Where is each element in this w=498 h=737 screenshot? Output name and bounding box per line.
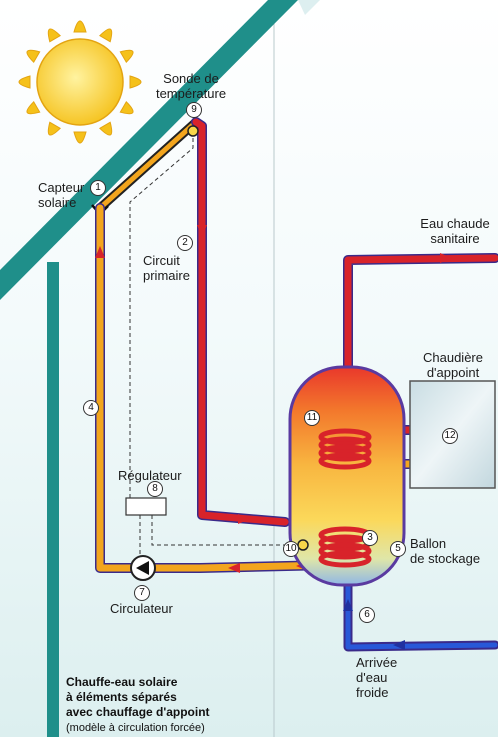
caption-line-3: avec chauffage d'appoint — [66, 705, 210, 719]
marker-2: 2 — [177, 235, 193, 251]
caption-line-4: (modèle à circulation forcée) — [66, 722, 205, 734]
circulator-pump — [130, 555, 156, 581]
sensor-collector-icon — [187, 125, 199, 137]
label-ballon: Ballon de stockage — [410, 536, 481, 566]
label-eau-froide: Arrivée d'eau froide — [356, 655, 398, 700]
label-eau-chaude: Eau chaude sanitaire — [420, 216, 490, 246]
marker-12: 12 — [442, 428, 458, 444]
marker-4: 4 — [83, 400, 99, 416]
label-sonde: Sonde de température — [155, 71, 227, 101]
marker-11: 11 — [304, 410, 320, 426]
cold-flow-arrow — [393, 640, 405, 650]
upper-coil — [318, 428, 372, 470]
label-circuit: Circuit primaire — [143, 253, 190, 283]
marker-8: 8 — [147, 481, 163, 497]
label-chaudiere: Chaudière d'appoint — [423, 350, 483, 380]
marker-5: 5 — [390, 541, 406, 557]
marker-10: 10 — [283, 541, 299, 557]
regulator-box — [125, 497, 167, 516]
marker-9: 9 — [186, 102, 202, 118]
caption-line-2: à éléments séparés — [66, 690, 177, 704]
control-wires — [129, 131, 303, 562]
marker-1: 1 — [90, 180, 106, 196]
label-regulateur: Régulateur — [118, 468, 182, 483]
label-capteur: Capteur solaire — [38, 180, 85, 210]
house-outline — [0, 0, 320, 737]
marker-6: 6 — [359, 607, 375, 623]
marker-7: 7 — [134, 585, 150, 601]
cold-up-arrow — [343, 599, 353, 611]
sun-icon — [18, 20, 142, 144]
sensor-tank-icon — [297, 539, 309, 551]
caption-line-1: Chauffe-eau solaire — [66, 675, 178, 689]
marker-3: 3 — [362, 530, 378, 546]
label-circulateur: Circulateur — [110, 601, 173, 616]
caption: Chauffe-eau solaire à éléments séparés a… — [66, 675, 210, 736]
